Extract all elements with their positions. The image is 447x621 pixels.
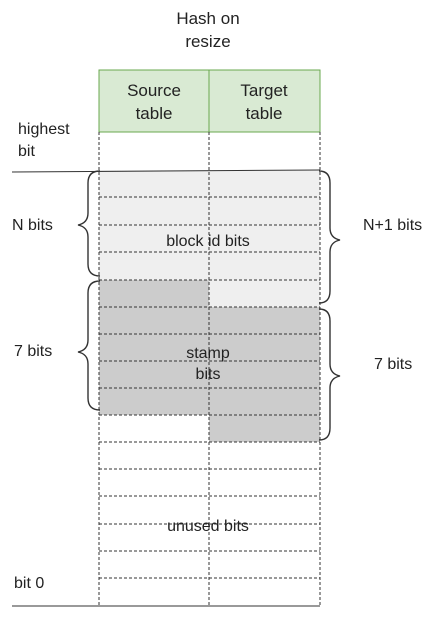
n-plus-1-bits-label: N+1 bits bbox=[363, 217, 422, 234]
block-id-label: block id bits bbox=[166, 233, 250, 250]
target-stamp-region bbox=[209, 307, 320, 442]
target-header-line2: table bbox=[246, 104, 283, 123]
right-7-bits-label: 7 bits bbox=[374, 356, 412, 373]
diagram-title-line2: resize bbox=[185, 32, 230, 51]
stamp-label-line1: stamp bbox=[186, 345, 230, 362]
bit0-label: bit 0 bbox=[14, 575, 44, 592]
right-7-bits-brace bbox=[318, 308, 341, 441]
stamp-label-line2: bits bbox=[196, 366, 221, 383]
target-header-line1: Target bbox=[240, 81, 288, 100]
diagram-title-line1: Hash on bbox=[176, 9, 239, 28]
highest-bit-label-line2: bit bbox=[18, 143, 35, 160]
source-stamp-region bbox=[99, 280, 209, 415]
highest-bit-label-line1: highest bbox=[18, 121, 70, 138]
source-table-header bbox=[98, 69, 210, 133]
braces bbox=[77, 170, 341, 441]
right-n-plus-1-bits-brace bbox=[318, 170, 341, 304]
left-n-bits-brace bbox=[77, 170, 101, 277]
target-block-id-extra-bit bbox=[209, 280, 320, 307]
unused-bits-label: unused bits bbox=[167, 518, 249, 535]
left-7-bits-label: 7 bits bbox=[14, 343, 52, 360]
source-header-line1: Source bbox=[127, 81, 181, 100]
column-lines bbox=[98, 132, 321, 606]
n-bits-label: N bits bbox=[12, 217, 53, 234]
target-table-header bbox=[208, 69, 321, 133]
source-header-line2: table bbox=[136, 104, 173, 123]
left-7-bits-brace bbox=[77, 280, 101, 411]
highest-bit-line bbox=[11, 169, 321, 173]
